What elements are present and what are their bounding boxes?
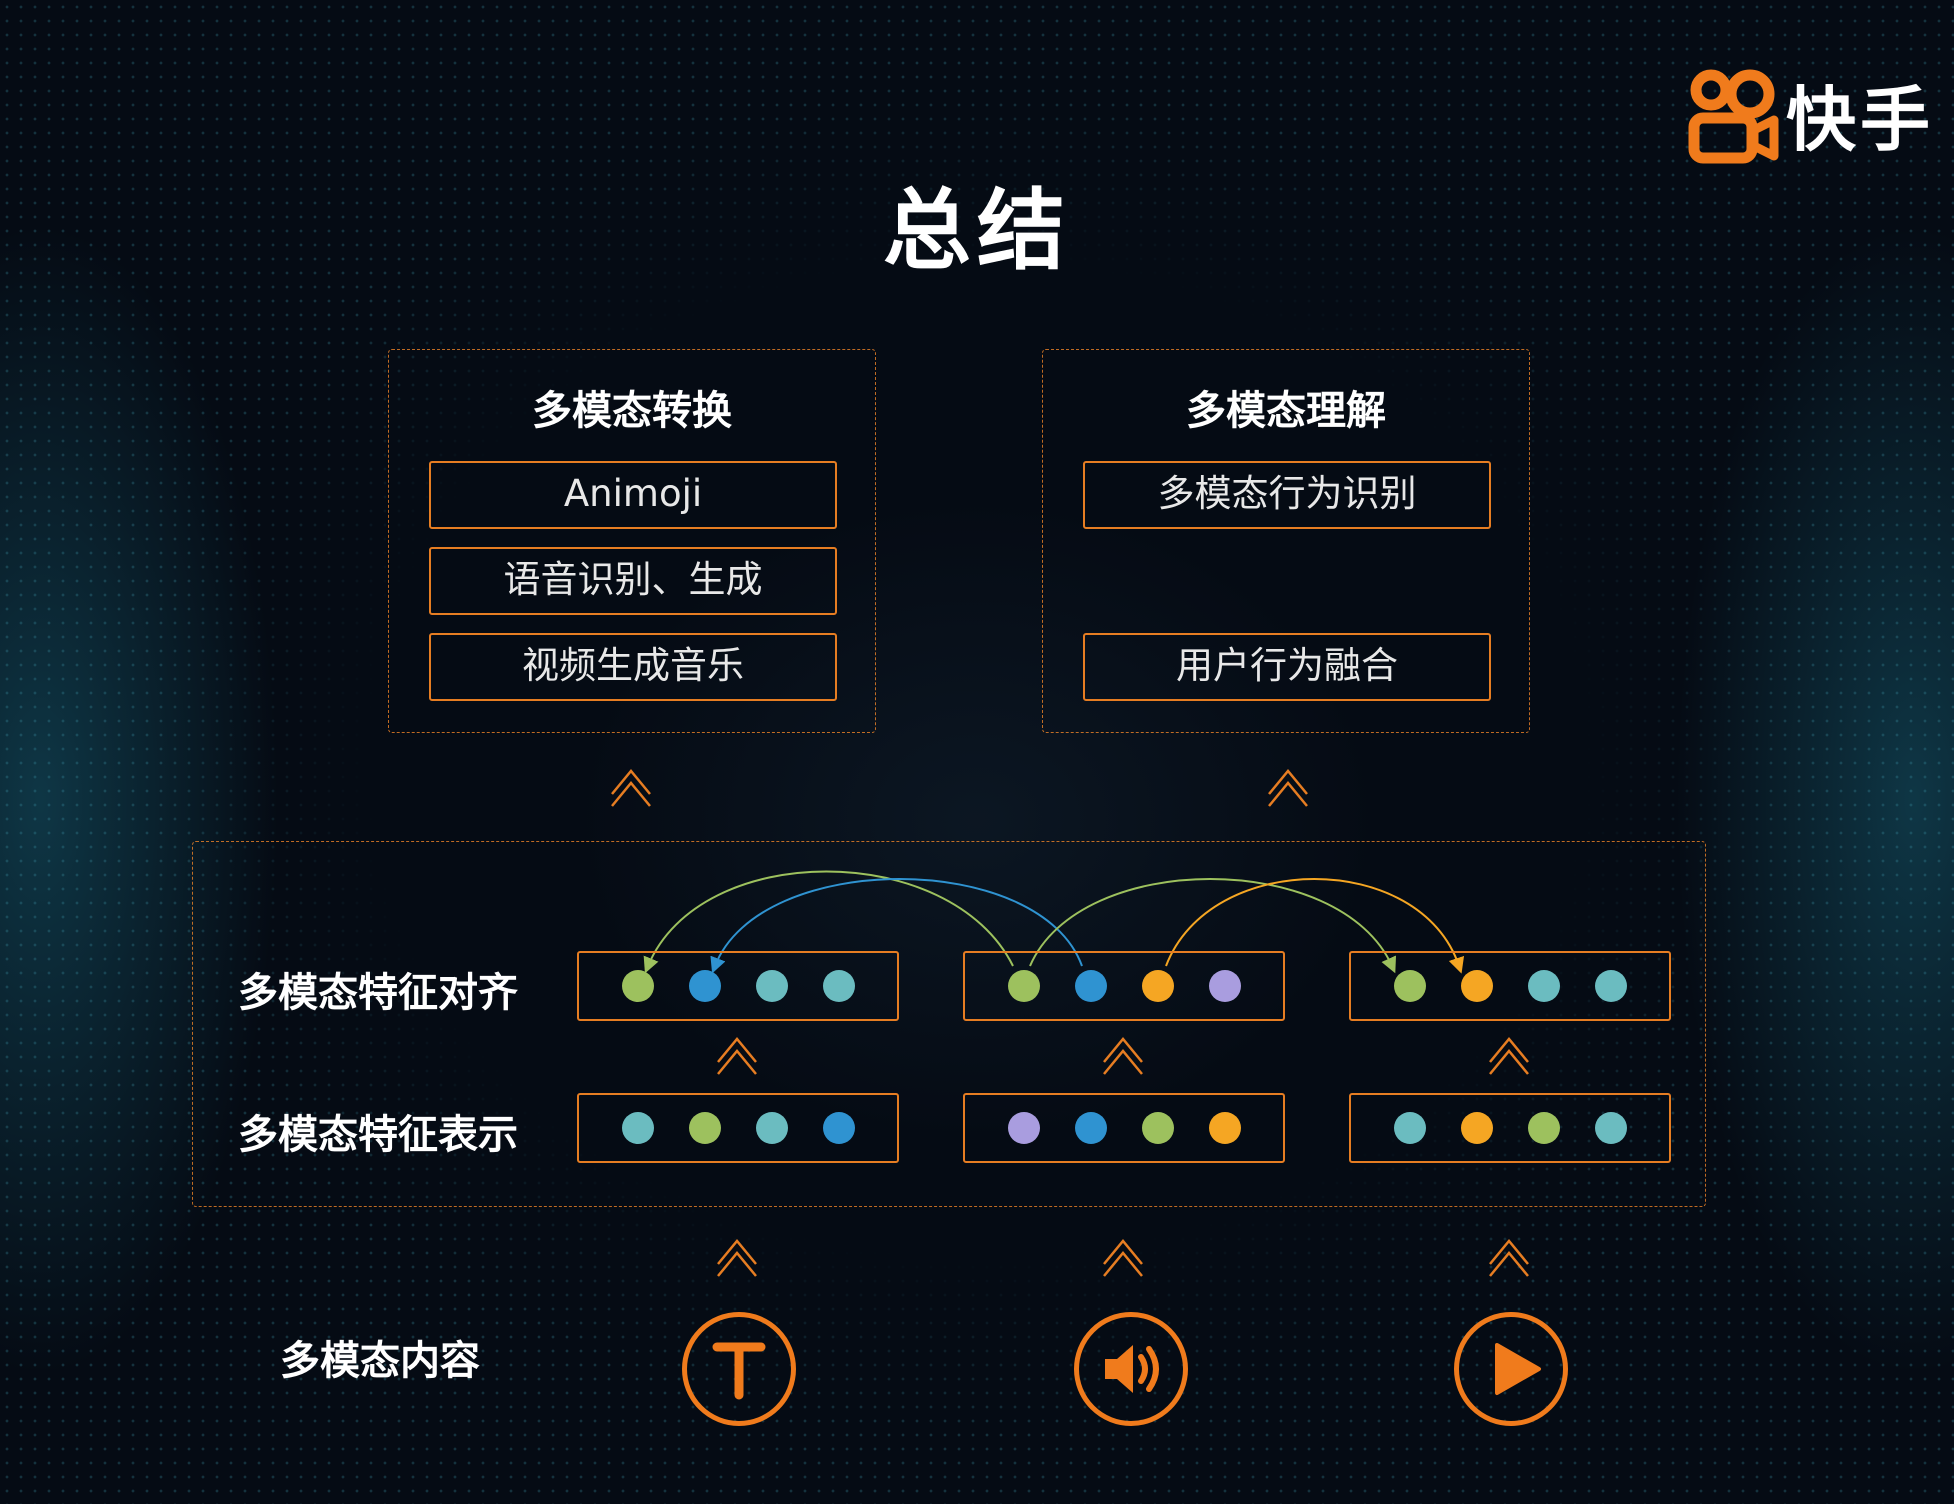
feature-dot <box>1209 1112 1241 1144</box>
row-label-alignment: 多模态特征对齐 <box>238 970 518 1016</box>
chevron-up-icon <box>611 769 651 807</box>
alignment-group-audio <box>963 951 1285 1021</box>
video-play-icon <box>1454 1312 1568 1426</box>
feature-dot <box>1595 1112 1627 1144</box>
chevron-up-icon <box>1103 1239 1143 1277</box>
panel-feature-layers <box>192 841 1706 1207</box>
chevron-up-icon <box>1489 1037 1529 1075</box>
feature-dot <box>689 970 721 1002</box>
item-behavior-recognition: 多模态行为识别 <box>1083 461 1491 529</box>
feature-dot <box>1461 970 1493 1002</box>
feature-dot <box>756 1112 788 1144</box>
representation-group-video <box>1349 1093 1671 1163</box>
representation-group-text <box>577 1093 899 1163</box>
chevron-up-icon <box>1489 1239 1529 1277</box>
panel-multimodal-conversion: 多模态转换 Animoji 语音识别、生成 视频生成音乐 <box>388 349 876 733</box>
row-label-content: 多模态内容 <box>280 1338 480 1384</box>
feature-dot <box>1075 1112 1107 1144</box>
feature-dot <box>1008 970 1040 1002</box>
item-animoji: Animoji <box>429 461 837 529</box>
panel-multimodal-understanding: 多模态理解 多模态行为识别 用户行为融合 <box>1042 349 1530 733</box>
kuaishou-logo-icon <box>1688 69 1779 164</box>
feature-dot <box>756 970 788 1002</box>
feature-dot <box>622 1112 654 1144</box>
audio-icon <box>1074 1312 1188 1426</box>
feature-dot <box>823 1112 855 1144</box>
row-label-representation: 多模态特征表示 <box>238 1112 518 1158</box>
feature-dot <box>1461 1112 1493 1144</box>
representation-group-audio <box>963 1093 1285 1163</box>
chevron-up-icon <box>717 1037 757 1075</box>
feature-dot <box>1394 1112 1426 1144</box>
feature-dot <box>1142 1112 1174 1144</box>
item-user-behavior-fusion: 用户行为融合 <box>1083 633 1491 701</box>
item-video-music: 视频生成音乐 <box>429 633 837 701</box>
chevron-up-icon <box>1268 769 1308 807</box>
chevron-up-icon <box>1103 1037 1143 1075</box>
feature-dot <box>1008 1112 1040 1144</box>
feature-dot <box>689 1112 721 1144</box>
panel-heading: 多模态理解 <box>1186 388 1386 434</box>
feature-dot <box>823 970 855 1002</box>
feature-dot <box>1075 970 1107 1002</box>
feature-dot <box>1394 970 1426 1002</box>
feature-dot <box>622 970 654 1002</box>
chevron-up-icon <box>717 1239 757 1277</box>
panel-heading: 多模态转换 <box>532 388 732 434</box>
alignment-group-video <box>1349 951 1671 1021</box>
feature-dot <box>1528 1112 1560 1144</box>
feature-dot <box>1142 970 1174 1002</box>
feature-dot <box>1528 970 1560 1002</box>
text-icon <box>682 1312 796 1426</box>
page-title: 总结 <box>882 179 1071 282</box>
feature-dot <box>1595 970 1627 1002</box>
alignment-group-text <box>577 951 899 1021</box>
brand-name: 快手 <box>1786 79 1934 161</box>
feature-dot <box>1209 970 1241 1002</box>
item-speech-recognition: 语音识别、生成 <box>429 547 837 615</box>
